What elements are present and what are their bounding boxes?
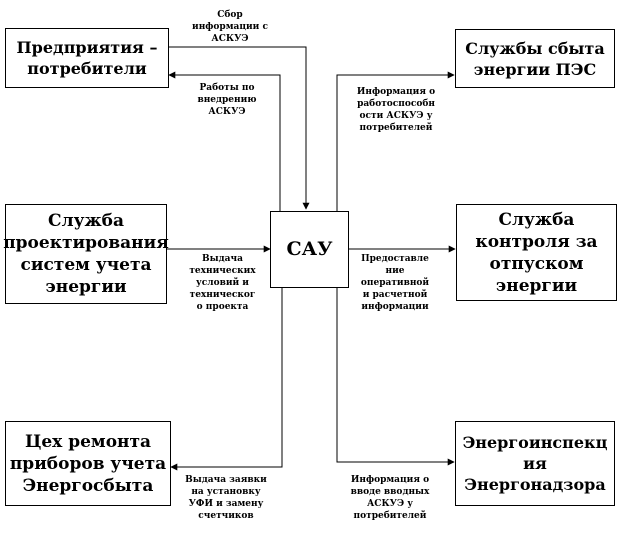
inspection-label: Энергоинспекц ия Энергонадзора <box>462 433 608 494</box>
workshop-label: Цех ремонта приборов учета Энергосбыта <box>9 431 167 496</box>
center-label: САУ <box>286 238 333 260</box>
design-label: Служба проектирования систем учета энерг… <box>3 211 169 297</box>
arrow-input-info <box>336 288 455 466</box>
label-input-info: Информация о вводе вводных АСКУЭ у потре… <box>350 475 430 521</box>
inspection-box: Энергоинспекц ия Энергонадзора <box>455 421 615 506</box>
consumers-label: Предприятия – потребители <box>16 38 158 78</box>
center-box: САУ <box>270 211 349 288</box>
arrow-implement <box>168 71 281 212</box>
workshop-box: Цех ремонта приборов учета Энергосбыта <box>5 421 171 506</box>
arrow-issue-request <box>170 288 283 471</box>
control-box: Служба контроля за отпуском энергии <box>456 204 617 301</box>
label-issue-request: Выдача заявки на установку УФИ и замену … <box>185 475 267 521</box>
arrow-collect <box>168 46 310 210</box>
label-collect: Сбор информации с АСКУЭ <box>192 10 268 44</box>
design-box: Служба проектирования систем учета энерг… <box>3 204 169 304</box>
label-issue-tech: Выдача технических условий и техническог… <box>189 254 256 312</box>
arrow-operability <box>336 71 455 212</box>
control-label: Служба контроля за отпуском энергии <box>475 209 598 296</box>
label-implement: Работы по внедрению АСКУЭ <box>197 83 257 117</box>
label-operability: Информация о работоспособн ости АСКУЭ у … <box>356 87 436 133</box>
consumers-box: Предприятия – потребители <box>5 28 169 88</box>
sales-box: Службы сбыта энергии ПЭС <box>455 29 615 88</box>
label-provide: Предоставле ние оперативной и расчетной … <box>360 254 430 312</box>
sales-label: Службы сбыта энергии ПЭС <box>465 38 605 79</box>
